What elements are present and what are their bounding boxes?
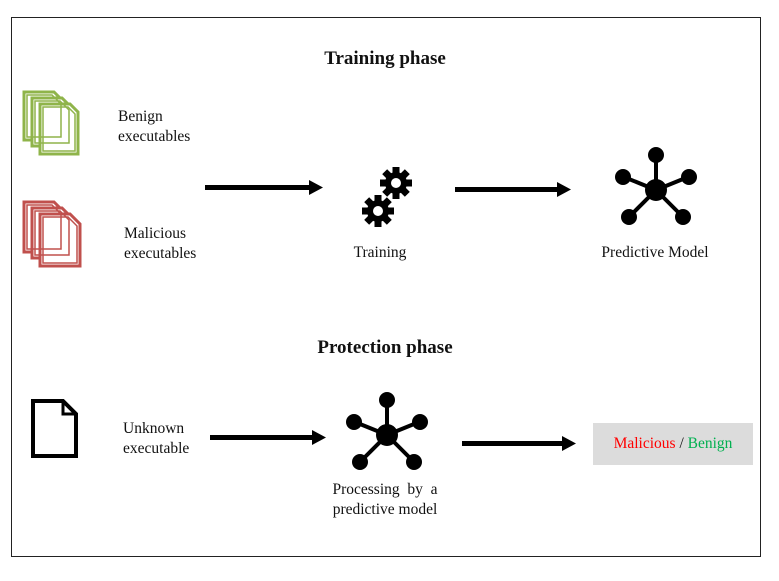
arrow-to-training — [205, 180, 323, 195]
benign-label-line2: executables — [118, 128, 191, 145]
result-malicious-text: Malicious — [613, 435, 676, 452]
result-benign-text: Benign — [687, 435, 733, 452]
training-label: Training — [353, 244, 407, 261]
processing-label-line2: predictive model — [332, 501, 438, 518]
predictive-model-label: Predictive Model — [601, 244, 709, 261]
benign-documents-icon — [22, 90, 80, 156]
document-icon — [31, 399, 78, 458]
unknown-label-line1: Unknown — [123, 420, 185, 437]
malicious-documents-icon — [22, 200, 82, 268]
training-phase-title: Training phase — [324, 48, 446, 69]
classification-result-box: Malicious / Benign — [593, 423, 753, 465]
benign-label-line1: Benign — [118, 108, 163, 125]
malicious-label-line1: Malicious — [124, 225, 186, 242]
gears-icon — [362, 167, 412, 227]
unknown-label-line2: executable — [123, 440, 190, 457]
predictive-model-network-icon — [615, 147, 697, 225]
arrow-to-processing — [210, 430, 326, 445]
processing-network-icon — [346, 392, 428, 470]
malicious-label-line2: executables — [124, 245, 197, 262]
arrow-to-result — [462, 436, 576, 451]
arrow-to-model — [455, 182, 571, 197]
processing-label-line1: Processing by a — [332, 481, 438, 498]
diagram-frame — [11, 17, 761, 557]
protection-phase-title: Protection phase — [317, 337, 453, 358]
result-separator: / — [675, 435, 688, 452]
